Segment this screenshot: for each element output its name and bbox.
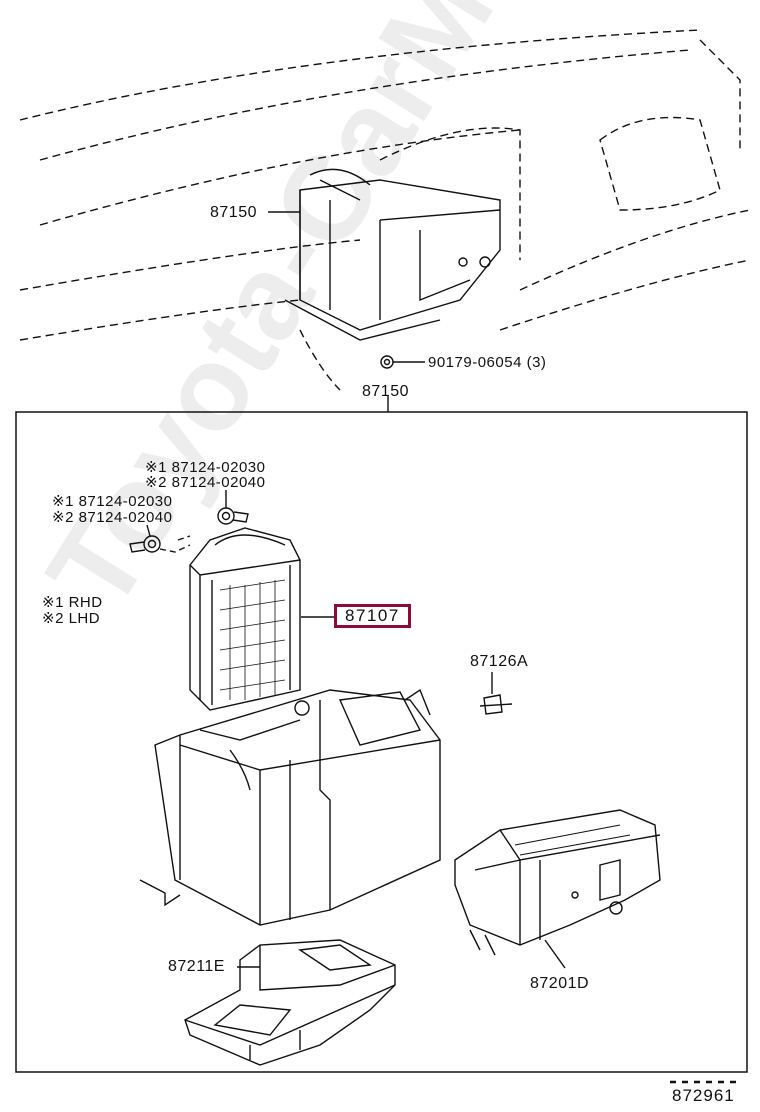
note-rhd: ※1 RHD bbox=[42, 594, 103, 611]
label-bolt: 90179-06054 (3) bbox=[428, 354, 547, 371]
label-87211e: 87211E bbox=[168, 958, 225, 975]
diagram-id: 872961 bbox=[672, 1086, 735, 1105]
blower-case-87201d bbox=[454, 809, 661, 956]
heater-assembly-top bbox=[284, 168, 501, 341]
lower-duct-87211e bbox=[184, 939, 396, 1066]
label-valve-left-lhd: ※2 87124-02040 bbox=[52, 509, 173, 526]
label-valve-left-rhd: ※1 87124-02030 bbox=[52, 493, 173, 510]
heater-core bbox=[189, 527, 301, 711]
parts-frame bbox=[15, 411, 748, 1073]
note-lhd: ※2 LHD bbox=[42, 610, 101, 627]
water-valve-upper bbox=[217, 507, 249, 525]
heater-housing bbox=[139, 688, 441, 926]
label-clip-87126a: 87126A bbox=[470, 653, 529, 670]
label-87201d: 87201D bbox=[530, 975, 590, 992]
label-valve-upper-rhd: ※1 87124-02030 bbox=[145, 459, 266, 476]
label-valve-upper-lhd: ※2 87124-02040 bbox=[145, 474, 266, 491]
label-heater-core-87107[interactable]: 87107 bbox=[334, 604, 411, 628]
water-valve-left bbox=[129, 535, 161, 553]
label-87150-top: 87150 bbox=[210, 204, 257, 221]
clip-87126a bbox=[479, 694, 513, 715]
label-87150-bottom: 87150 bbox=[362, 383, 409, 400]
dashboard-outline bbox=[19, 29, 751, 391]
